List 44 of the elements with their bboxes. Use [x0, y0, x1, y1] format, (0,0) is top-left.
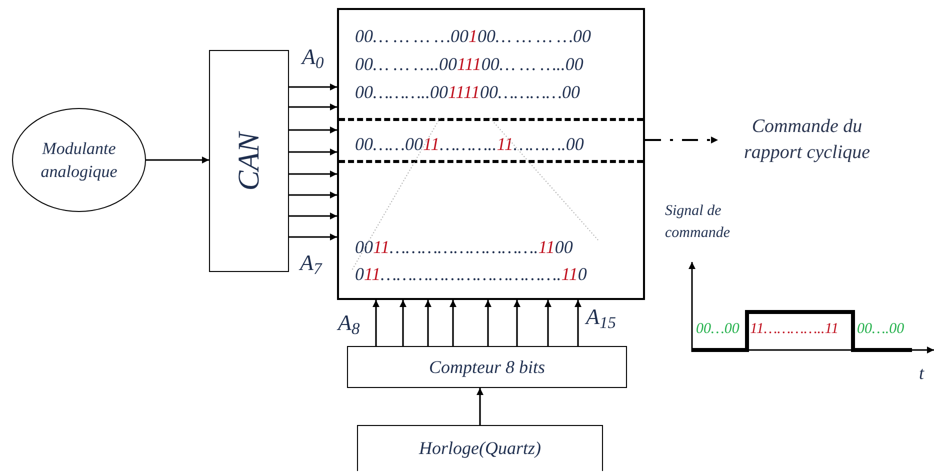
pin-label: A$_{15}$ [586, 303, 616, 333]
clock-box [357, 425, 603, 471]
bit-pattern: 011…………………………….110 [355, 263, 587, 286]
node-label: Compteur 8 bits [428, 356, 545, 379]
arrow [645, 136, 718, 144]
axis-label: t [919, 362, 924, 385]
arrow [574, 300, 582, 346]
memory-box [337, 8, 645, 300]
converter-box [209, 50, 289, 272]
arrow [514, 300, 520, 346]
arrow [289, 192, 337, 198]
arrow [424, 300, 432, 346]
arrow [146, 156, 209, 164]
arrow [289, 104, 337, 110]
ellipse-node [12, 108, 146, 212]
bit-sequence: 00…00 [696, 320, 740, 339]
arrow [289, 234, 337, 240]
arrow [289, 148, 337, 156]
arrow [544, 300, 552, 346]
arrow [400, 300, 406, 346]
axis-label: Signal de commande [665, 202, 731, 243]
arrow [289, 84, 337, 90]
output-label: Commande du rapport cyclique [742, 115, 872, 165]
node-label: Horloge(Quartz) [419, 437, 541, 460]
arrow [372, 300, 380, 346]
bit-pattern: 0011……………………….1100 [355, 236, 573, 259]
pin-label: A$_{8}$ [338, 309, 360, 339]
node-label: Modulante analogique [40, 138, 118, 183]
arrow [476, 388, 484, 425]
bit-pattern: 00… … …..0011100… … …..00 [355, 53, 584, 76]
bit-pattern: 00… … … …00100… … … …00 [355, 25, 592, 48]
pin-label: A$_{7}$ [300, 249, 322, 279]
arrow [289, 126, 337, 134]
arrow [289, 170, 337, 178]
bit-pattern: 00……0011………..11……….00 [355, 133, 584, 156]
pin-label: A$_{0}$ [302, 43, 324, 73]
counter-box [347, 346, 627, 388]
bit-pattern: 00………..00111100…………00 [355, 81, 580, 104]
arrow [450, 300, 456, 346]
node-label: CAN [232, 132, 266, 190]
bit-sequence: 00….00 [857, 320, 904, 339]
arrow [289, 212, 337, 220]
bit-sequence: 11…………..11 [750, 320, 839, 339]
arrow [484, 300, 492, 346]
